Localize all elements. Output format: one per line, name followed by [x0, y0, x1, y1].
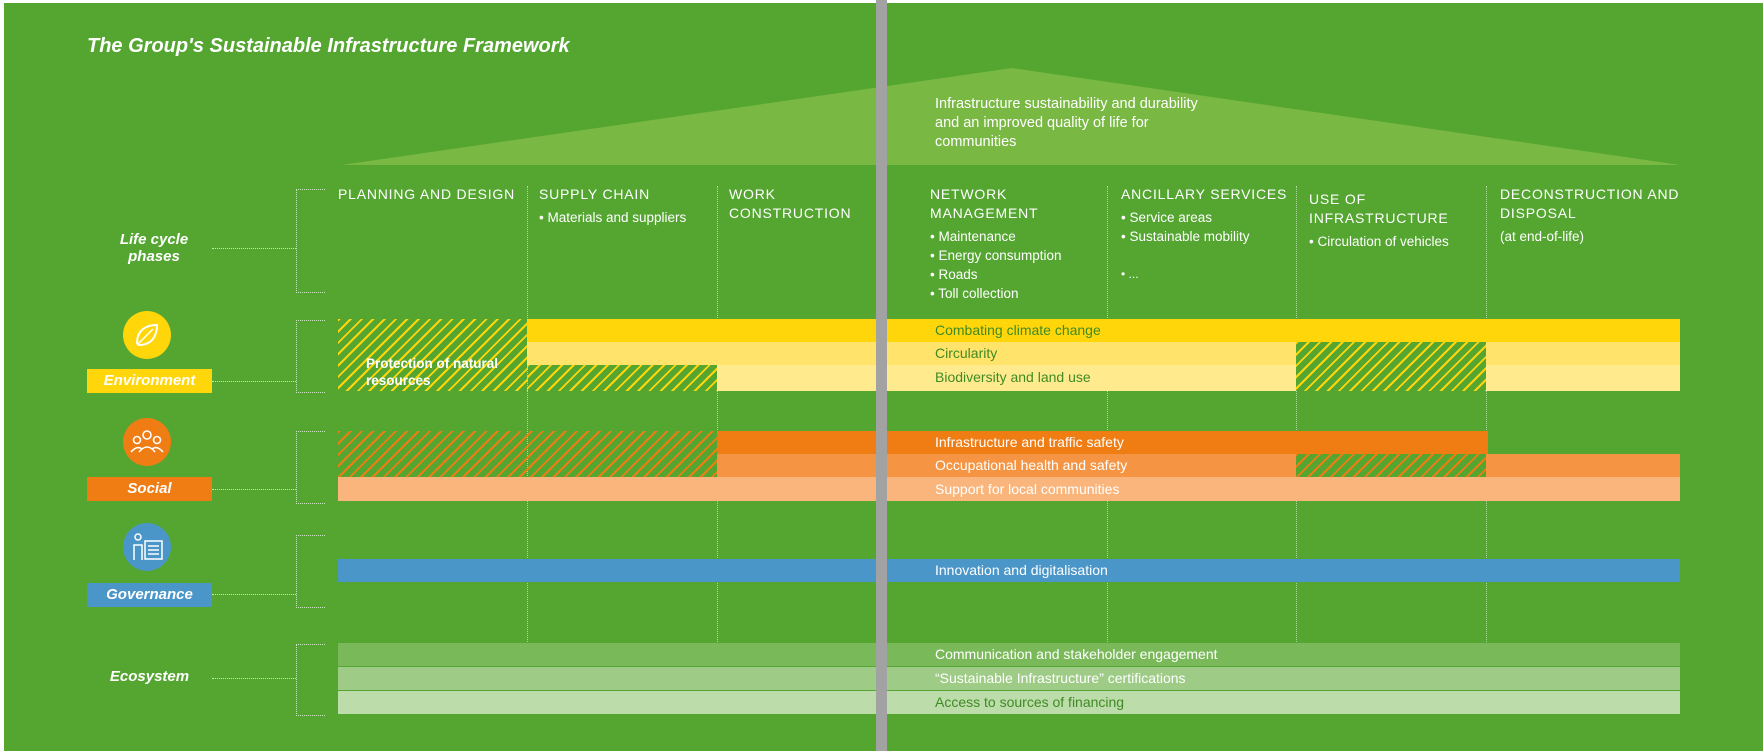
phase-bullet: Toll collection	[930, 284, 1100, 303]
phase-label: SUPPLY CHAIN	[539, 186, 651, 202]
hatch-area	[338, 431, 717, 477]
theme-natural-resources-label: Protection of natural resources	[366, 356, 499, 388]
phase-label: NETWORK MANAGEMENT	[930, 186, 1039, 221]
bar-certifications	[338, 667, 1680, 690]
phase-label: ANCILLARY SERVICES	[1121, 186, 1288, 202]
phase-label: USE OF INFRASTRUCTURE	[1309, 191, 1449, 226]
theme-occupational-label: Occupational health and safety	[935, 457, 1128, 473]
ecosystem-label: Ecosystem	[109, 668, 190, 685]
bar-communication	[338, 643, 1680, 666]
bar-innovation	[338, 559, 1680, 582]
bar-traffic-safety	[717, 431, 1488, 454]
bar-occupational	[717, 454, 1680, 477]
phase-bullet: Circulation of vehicles	[1309, 232, 1479, 251]
bar-climate	[527, 319, 1680, 342]
bracket	[296, 189, 325, 293]
bracket	[296, 535, 325, 608]
theme-climate-label: Combating climate change	[935, 322, 1101, 338]
bar-biodiversity	[717, 365, 1680, 391]
phase-use-of-infrastructure: USE OF INFRASTRUCTURE Circulation of veh…	[1309, 190, 1479, 251]
connector	[212, 381, 296, 382]
roof-triangle	[341, 68, 1680, 165]
phase-bullet: Sustainable mobility	[1121, 227, 1291, 246]
bracket	[296, 644, 325, 716]
roof-text: Infrastructure sustainability and durabi…	[935, 96, 1198, 150]
phase-supply-chain: SUPPLY CHAIN Materials and suppliers	[539, 185, 709, 227]
phase-deconstruction-disposal: DECONSTRUCTION AND DISPOSAL (at end-of-l…	[1500, 185, 1680, 244]
column-separator	[717, 186, 718, 646]
phase-network-management: NETWORK MANAGEMENT Maintenance Energy co…	[930, 185, 1100, 303]
theme-biodiversity-label: Biodiversity and land use	[935, 369, 1091, 385]
governance-label: Governance	[87, 583, 212, 607]
phase-bullet: Service areas	[1121, 208, 1291, 227]
phase-bullet: ...	[1121, 265, 1291, 284]
column-separator	[1296, 186, 1297, 646]
environment-label: Environment	[87, 369, 212, 393]
phase-label: WORK CONSTRUCTION	[729, 186, 852, 221]
bracket	[296, 320, 325, 393]
column-separator	[1486, 186, 1487, 646]
hatch-area	[338, 319, 528, 391]
theme-circularity-label: Circularity	[935, 345, 998, 361]
page-fold	[876, 0, 887, 751]
page-title: The Group's Sustainable Infrastructure F…	[87, 35, 570, 57]
governance-circle	[123, 523, 171, 571]
people-icon	[130, 430, 164, 453]
phase-bullet: Energy consumption	[930, 246, 1100, 265]
bar-circularity	[527, 342, 1680, 365]
phase-label: PLANNING AND DESIGN	[338, 186, 516, 202]
theme-communication-label: Communication and stakeholder engagement	[935, 646, 1218, 662]
theme-communities-label: Support for local communities	[935, 481, 1120, 497]
bar-communities	[338, 477, 1680, 501]
social-circle	[123, 418, 171, 466]
column-separator	[1107, 186, 1108, 646]
environment-circle	[123, 311, 171, 359]
hatch-area	[1296, 454, 1486, 477]
phase-label: DECONSTRUCTION AND DISPOSAL	[1500, 186, 1680, 221]
phase-ancillary-services: ANCILLARY SERVICES Service areas Sustain…	[1121, 185, 1291, 284]
hatch-area	[527, 365, 717, 391]
phase-planning-design: PLANNING AND DESIGN	[338, 185, 518, 204]
governance-icon	[133, 533, 163, 560]
bracket	[296, 431, 325, 504]
theme-financing-label: Access to sources of financing	[935, 694, 1125, 710]
column-separator	[527, 186, 528, 646]
bar-financing	[338, 691, 1680, 714]
connector	[212, 594, 296, 595]
life-cycle-phases-label: Life cycle phases	[119, 231, 189, 265]
connector	[212, 678, 296, 679]
hatch-area	[1296, 342, 1486, 391]
theme-certifications-label: “Sustainable Infrastructure” certificati…	[935, 670, 1186, 686]
phase-bullet: Roads	[930, 265, 1100, 284]
social-label: Social	[87, 477, 212, 501]
phase-work-construction: WORK CONSTRUCTION	[729, 185, 874, 223]
phase-bullet: Maintenance	[930, 227, 1100, 246]
theme-traffic-safety-label: Infrastructure and traffic safety	[935, 434, 1124, 450]
connector	[212, 248, 296, 249]
leaf-icon	[135, 323, 159, 347]
theme-innovation-label: Innovation and digitalisation	[935, 562, 1108, 578]
phase-bullet: Materials and suppliers	[539, 208, 709, 227]
phase-note: (at end-of-life)	[1500, 229, 1585, 244]
connector	[212, 489, 296, 490]
